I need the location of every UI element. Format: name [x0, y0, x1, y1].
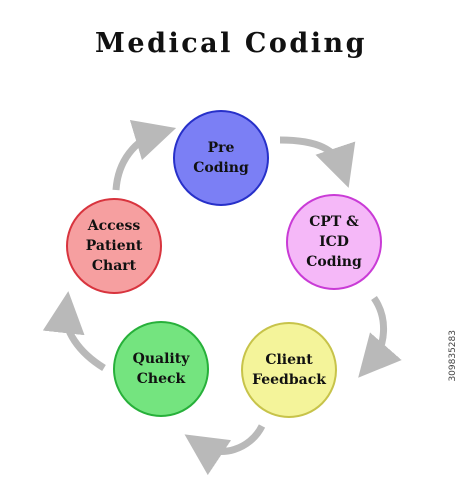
node-client-label-line1: Client: [265, 352, 313, 368]
node-access-label-line3: Chart: [91, 258, 137, 274]
diagram-title: Medical Coding: [95, 28, 367, 59]
node-client-feedback: Client Feedback: [241, 322, 337, 418]
arrow-pre-to-cpt: [279, 136, 356, 188]
node-quality-label-line1: Quality: [132, 351, 190, 367]
stock-id-watermark: 309835283: [448, 330, 458, 382]
node-access-label-line2: Patient: [85, 238, 143, 254]
arrow-quality-to-access: [42, 291, 106, 371]
node-cpt-label-line2: Coding: [306, 254, 362, 270]
node-pre-coding-label: Pre Coding: [193, 140, 249, 176]
node-access-label-line1: Access: [87, 218, 141, 234]
arrow-client-to-quality: [184, 424, 266, 476]
arrow-cpt-to-client: [358, 295, 402, 378]
node-cpt-icd-coding: CPT & ICD Coding: [286, 194, 382, 290]
node-client-label-line2: Feedback: [252, 372, 326, 388]
arrow-access-to-pre: [112, 119, 177, 191]
node-pre-coding: Pre Coding: [173, 110, 269, 206]
node-cpt-label-line1: CPT & ICD: [309, 214, 359, 250]
node-quality-label-line2: Check: [136, 371, 186, 387]
node-access-patient-chart: Access Patient Chart: [66, 198, 162, 294]
node-quality-check: Quality Check: [113, 321, 209, 417]
